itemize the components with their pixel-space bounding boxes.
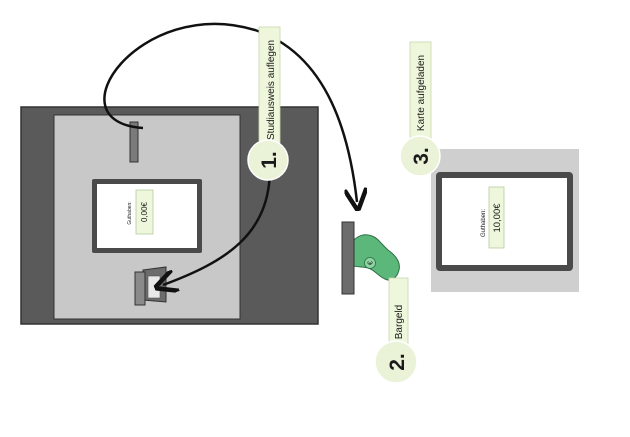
inserted-note bbox=[147, 275, 161, 299]
step-3-label: Karte aufgeladen bbox=[416, 55, 427, 131]
machine-balance-value: 0,00€ bbox=[140, 201, 149, 222]
banknote bbox=[347, 234, 400, 281]
cash-acceptor-slot bbox=[134, 271, 146, 306]
step-2-number: 2. bbox=[386, 353, 409, 371]
step-3: Guthaben: 10,00€ Karte aufgeladen 3. bbox=[399, 41, 579, 292]
arrow-cash-to-card bbox=[103, 22, 357, 202]
step-2: € Bargeld 2. bbox=[341, 221, 418, 384]
card-screen bbox=[442, 178, 567, 265]
step-1: Studiausweis auflegen 1. bbox=[247, 26, 289, 181]
card-slot bbox=[129, 121, 139, 163]
step-3-badge bbox=[399, 135, 441, 177]
banknote-emblem bbox=[364, 257, 376, 269]
cash-slot bbox=[341, 221, 355, 295]
step-2-badge bbox=[374, 340, 418, 384]
arrow-card-to-cash bbox=[163, 167, 272, 285]
banknote-symbol: € bbox=[368, 261, 375, 265]
step-2-label: Bargeld bbox=[394, 305, 405, 339]
machine-balance-highlight bbox=[135, 189, 154, 235]
step-3-number: 3. bbox=[410, 147, 433, 165]
step-1-badge bbox=[247, 139, 289, 181]
card-balance-highlight bbox=[488, 186, 505, 249]
step-1-label: Studiausweis auflegen bbox=[266, 40, 277, 140]
card-balance-value: 10,00€ bbox=[492, 203, 503, 233]
step-1-number: 1. bbox=[258, 151, 281, 169]
card-balance-caption: Guthaben: bbox=[481, 209, 487, 237]
machine-balance-caption: Guthaben: bbox=[127, 201, 133, 224]
